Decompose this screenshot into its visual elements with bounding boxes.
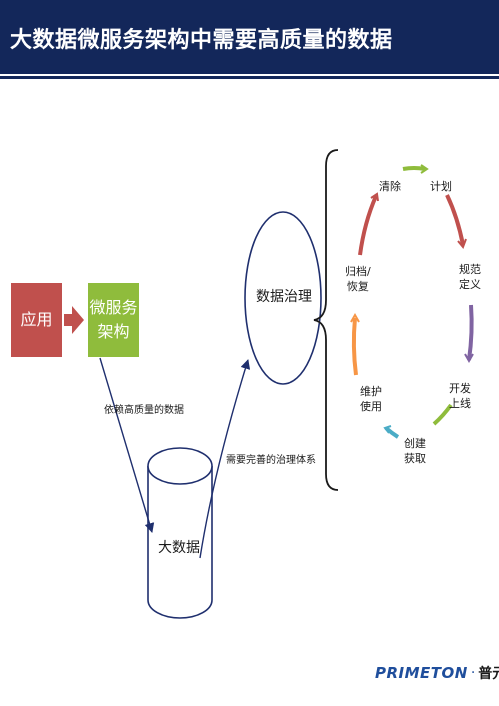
bigdata-cylinder [147, 447, 213, 619]
logo-text-cn: 普元 [478, 666, 499, 682]
depend-edge-label: 依赖高质量的数据 [104, 405, 184, 416]
company-logo: PRIMETON · 普元 [375, 662, 499, 684]
need-arrow [199, 359, 251, 559]
cycle-step-plan: 计划 [430, 180, 452, 193]
cycle-step-develop: 开发上线 [449, 382, 471, 410]
cycle-step-clean: 清除 [379, 180, 401, 193]
microservice-label-line2: 架构 [97, 322, 130, 341]
cycle-step-create: 创建获取 [404, 437, 426, 465]
logo-separator: · [470, 665, 476, 681]
header-bar [0, 0, 499, 74]
governance-ellipse [244, 211, 322, 385]
depend-arrow [99, 357, 155, 533]
need-edge-label: 需要完善的治理体系 [226, 455, 316, 466]
cycle-arc-develop-to-create [432, 403, 453, 426]
cycle-arc-maintain-to-archive [351, 317, 358, 376]
cycle-step-define: 规范定义 [459, 263, 481, 291]
bigdata-label: 大数据 [158, 540, 200, 556]
app-node: 应用 [11, 283, 62, 357]
governance-label: 数据治理 [256, 289, 312, 305]
microservice-label-line1: 微服务 [89, 298, 138, 317]
app-to-microservice-arrow [64, 306, 84, 334]
cycle-arc-archive-to-clean [358, 195, 378, 256]
cycle-step-maintain: 维护使用 [360, 385, 382, 413]
app-label: 应用 [20, 310, 53, 329]
cycle-arc-plan-to-define [445, 194, 465, 246]
page-title: 大数据微服务架构中需要高质量的数据 [10, 28, 393, 53]
curly-brace [313, 149, 339, 491]
cycle-arc-define-to-develop [467, 304, 474, 361]
cycle-arc-clean-to-plan [402, 165, 426, 171]
cycle-step-archive: 归档/恢复 [345, 265, 371, 293]
microservice-node: 微服务 架构 [88, 283, 139, 357]
logo-text-en: PRIMETON [375, 664, 468, 682]
lifecycle-cycle [350, 164, 474, 439]
header-divider [0, 76, 499, 79]
